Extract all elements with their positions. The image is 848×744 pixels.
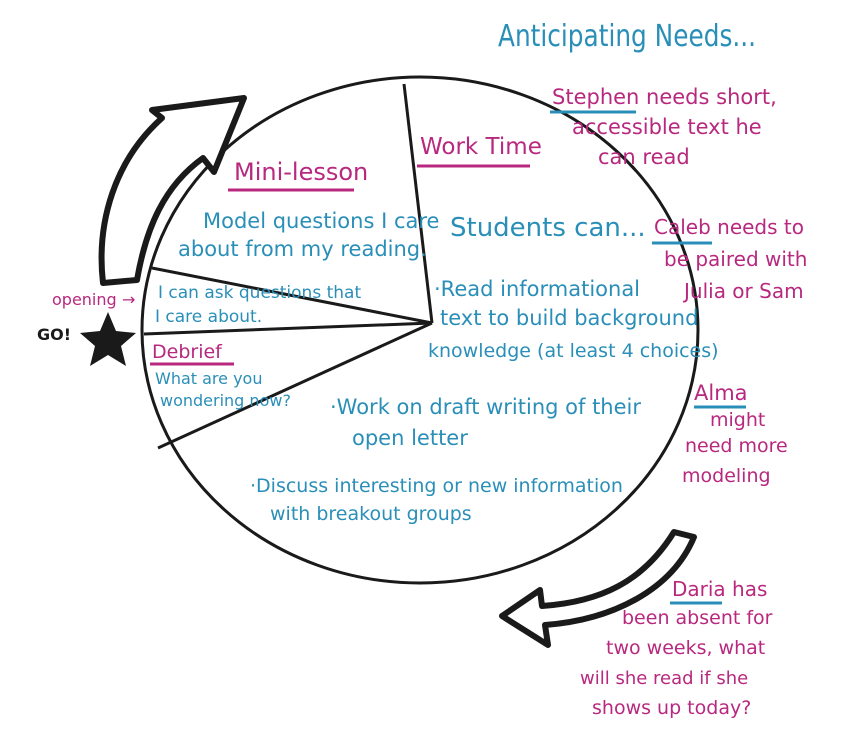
need-daria-line-1: Daria has — [672, 577, 767, 601]
flow-arrow-down — [499, 529, 697, 648]
mini-lesson-heading: Mini-lesson — [234, 158, 368, 186]
page-title: Anticipating Needs... — [498, 19, 756, 54]
need-stephen-name: Stephen — [552, 85, 639, 109]
need-daria-line-2: been absent for — [622, 607, 773, 629]
debrief-heading: Debrief — [152, 341, 223, 363]
mini-lesson-text-line-2: about from my reading. — [178, 237, 427, 261]
need-daria-name: Daria — [672, 577, 726, 601]
debrief-text-line-1: What are you — [155, 369, 262, 388]
need-alma-line-1: might — [710, 409, 765, 431]
divider-target-debrief — [143, 321, 433, 336]
work-item-3-line-2: with breakout groups — [270, 503, 472, 525]
learning-target-line-2: I care about. — [155, 307, 262, 327]
opening-arrow: → — [122, 290, 135, 309]
opening-label: opening — [52, 290, 117, 309]
work-item-2-line-1: ·Work on draft writing of their — [330, 395, 641, 419]
work-item-2-line-2: open letter — [352, 426, 468, 450]
need-caleb-line-3: Julia or Sam — [682, 279, 804, 303]
flow-arrow-up — [98, 95, 247, 286]
divider-debrief-work — [157, 321, 433, 450]
go-star-icon — [80, 312, 136, 366]
work-time-intro: Students can... — [450, 213, 646, 243]
need-alma-line-3: modeling — [682, 465, 771, 487]
go-label: GO! — [37, 325, 71, 344]
need-alma-line-2: need more — [685, 435, 788, 457]
work-item-1-line-1: ·Read informational — [434, 277, 640, 301]
need-caleb-text: needs to — [711, 215, 804, 239]
mini-lesson-text-line-1: Model questions I care — [203, 209, 439, 233]
need-alma-name: Alma — [694, 381, 748, 405]
need-caleb-name: Caleb — [654, 215, 711, 239]
lesson-circle — [140, 75, 700, 585]
need-daria-text: has — [726, 577, 768, 601]
need-stephen-line-2: accessible text he — [572, 115, 762, 139]
need-stephen-line-1: Stephen needs short, — [552, 85, 777, 109]
need-daria-line-5: shows up today? — [592, 697, 751, 719]
divider-mini-work — [402, 83, 434, 324]
need-stephen-text: needs short, — [639, 85, 776, 109]
divider-mini-target — [151, 266, 433, 325]
work-time-heading: Work Time — [420, 134, 542, 160]
work-item-3-line-1: ·Discuss interesting or new information — [250, 475, 623, 497]
work-item-1-line-3: knowledge (at least 4 choices) — [428, 340, 719, 362]
need-daria-line-3: two weeks, what — [606, 637, 765, 659]
learning-target-line-1: I can ask questions that — [158, 283, 361, 303]
need-daria-line-4: will she read if she — [580, 668, 748, 689]
work-item-1-line-2: text to build background — [440, 306, 698, 330]
need-caleb-line-1: Caleb needs to — [654, 215, 804, 239]
need-caleb-line-2: be paired with — [664, 247, 807, 271]
need-stephen-line-3: can read — [598, 145, 690, 169]
debrief-text-line-2: wondering now? — [160, 391, 291, 410]
